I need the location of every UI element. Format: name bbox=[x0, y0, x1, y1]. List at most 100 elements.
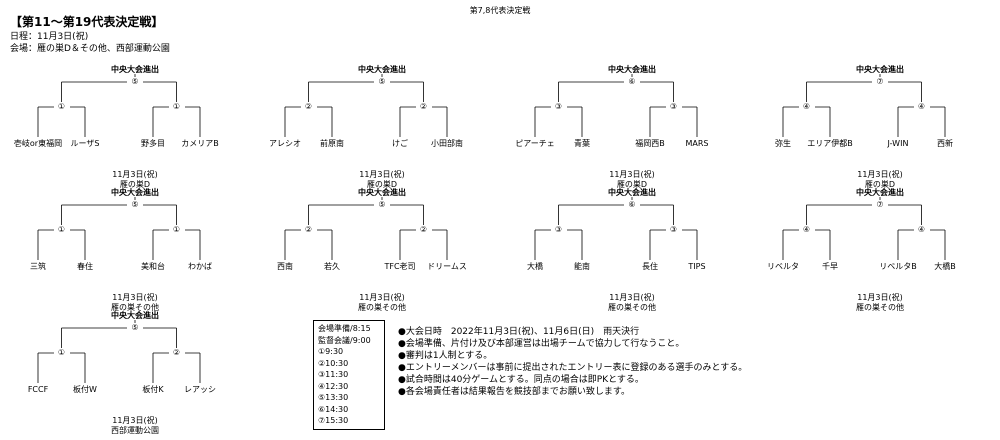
team-name: 長住 bbox=[642, 262, 658, 271]
bracket-date: 11月3日(祝) bbox=[359, 293, 405, 302]
bracket-title: 中央大会進出 bbox=[111, 188, 159, 197]
team-name: J-WIN bbox=[887, 139, 909, 148]
bracket-title: 中央大会進出 bbox=[608, 65, 656, 74]
semi-match-number: ④ bbox=[913, 102, 930, 112]
team-name: 美和台 bbox=[141, 262, 165, 271]
bracket-date: 11月3日(祝) bbox=[112, 170, 158, 179]
team-name: 大橋 bbox=[527, 262, 543, 271]
team-name: 福岡西B bbox=[635, 139, 665, 148]
bracket-location: 西部運動公園 bbox=[111, 426, 159, 435]
bracket-location: 雁の巣その他 bbox=[856, 303, 904, 312]
time-item: 監督会議/9:00 bbox=[318, 335, 371, 345]
final-match-number: ⑤ bbox=[127, 323, 143, 333]
bracket-lines bbox=[284, 74, 448, 137]
time-item: ③11:30 bbox=[318, 370, 349, 379]
bracket-title: 中央大会進出 bbox=[111, 65, 159, 74]
team-name: 若久 bbox=[324, 262, 340, 271]
bracket-date: 11月3日(祝) bbox=[857, 170, 903, 179]
time-item: ②10:30 bbox=[318, 358, 349, 368]
team-name: FCCF bbox=[27, 385, 49, 394]
bracket-location: 雁の巣その他 bbox=[358, 303, 406, 312]
final-match-number: ⑤ bbox=[374, 200, 390, 210]
team-name: 西新 bbox=[937, 139, 953, 148]
bracket-date: 11月3日(祝) bbox=[857, 293, 903, 302]
team-name: アレシオ bbox=[269, 139, 301, 148]
semi-match-number: ① bbox=[168, 102, 185, 112]
team-name: エリア伊都B bbox=[807, 139, 853, 148]
team-name: わかば bbox=[188, 262, 212, 271]
note-item: ●会場準備、片付け及び本部運営は出場チームで協力して行なうこと。 bbox=[398, 339, 685, 349]
bracket-date: 11月3日(祝) bbox=[112, 416, 158, 425]
bracket-title: 中央大会進出 bbox=[856, 188, 904, 197]
semi-match-number: ③ bbox=[550, 102, 567, 112]
bracket-title: 中央大会進出 bbox=[608, 188, 656, 197]
document-title: 第7,8代表決定戦 bbox=[469, 6, 531, 15]
final-match-number: ⑤ bbox=[374, 77, 390, 87]
time-item: ①9:30 bbox=[318, 347, 344, 356]
team-name: 小田部南 bbox=[431, 139, 463, 148]
final-match-number: ⑦ bbox=[872, 77, 888, 87]
semi-match-number: ② bbox=[168, 348, 185, 358]
semi-match-number: ① bbox=[168, 225, 185, 235]
semi-match-number: ① bbox=[53, 348, 70, 358]
semi-match-number: ① bbox=[53, 102, 70, 112]
team-name: 大橋B bbox=[934, 262, 956, 271]
semi-match-number: ② bbox=[300, 225, 317, 235]
team-name: リベルタB bbox=[879, 262, 917, 271]
semi-match-number: ④ bbox=[913, 225, 930, 235]
final-match-number: ⑥ bbox=[624, 200, 640, 210]
bracket: 中央大会進出 ⑤ ② ② アレシオ 前原南 けご 小田部南 11月3日(祝)雁の巣D bbox=[262, 62, 502, 192]
team-name: 西南 bbox=[277, 262, 293, 271]
bracket-location: 雁の巣D bbox=[119, 180, 151, 189]
note-item: ●エントリーメンバーは事前に提出されたエントリー表に登録のある選手のみとする。 bbox=[398, 363, 748, 373]
team-name: TIPS bbox=[688, 262, 706, 271]
time-schedule-box: 会場準備/8:15 監督会議/9:00 ①9:30 ②10:30 ③11:30 … bbox=[313, 320, 385, 430]
bracket-title: 中央大会進出 bbox=[358, 188, 406, 197]
team-name: ルーザS bbox=[70, 139, 100, 148]
bracket: 中央大会進出 ⑥ ③ ③ ピアーチェ 青葉 福岡西B MARS 11月3日(祝)雁の巣D bbox=[512, 62, 752, 192]
team-name: 野多目 bbox=[141, 139, 165, 148]
note-item: ●試合時間は40分ゲームとする。同点の場合は即PKとする。 bbox=[398, 375, 644, 385]
bracket-location: 雁の巣その他 bbox=[608, 303, 656, 312]
schedule-line: 日程：11月3日(祝) bbox=[10, 32, 89, 42]
bracket-title: 中央大会進出 bbox=[358, 65, 406, 74]
team-name: 青葉 bbox=[574, 139, 590, 148]
bracket-date: 11月3日(祝) bbox=[609, 170, 655, 179]
team-name: 三筑 bbox=[30, 262, 46, 271]
bracket-date: 11月3日(祝) bbox=[359, 170, 405, 179]
final-match-number: ⑤ bbox=[127, 200, 143, 210]
team-name: 前原南 bbox=[320, 139, 344, 148]
note-item: ●大会日時 2022年11月3日(祝)、11月6日(日) 雨天決行 bbox=[398, 327, 640, 337]
final-match-number: ⑤ bbox=[127, 77, 143, 87]
bracket-location: 雁の巣その他 bbox=[111, 303, 159, 312]
team-name: ドリームス bbox=[427, 262, 467, 271]
notes-list: ●大会日時 2022年11月3日(祝)、11月6日(日) 雨天決行 ●会場準備、… bbox=[398, 326, 747, 398]
note-item: ●審判は1人制とする。 bbox=[398, 351, 493, 361]
team-name: 春住 bbox=[77, 262, 93, 271]
team-name: けご bbox=[392, 139, 408, 148]
semi-match-number: ③ bbox=[665, 225, 682, 235]
semi-match-number: ② bbox=[415, 102, 432, 112]
team-name: 弥生 bbox=[775, 139, 791, 148]
bracket-date: 11月3日(祝) bbox=[112, 293, 158, 302]
bracket-location: 雁の巣D bbox=[366, 180, 398, 189]
time-item: ⑤13:30 bbox=[318, 393, 349, 402]
team-name: 板付W bbox=[73, 385, 97, 394]
bracket-title: 中央大会進出 bbox=[856, 65, 904, 74]
team-name: リベルタ bbox=[767, 262, 799, 271]
bracket-location: 雁の巣D bbox=[616, 180, 648, 189]
semi-match-number: ② bbox=[300, 102, 317, 112]
team-name: レアッシ bbox=[184, 385, 216, 394]
venue-line: 会場：雁の巣D＆その他、西部運動公園 bbox=[10, 44, 170, 54]
final-match-number: ⑥ bbox=[624, 77, 640, 87]
team-name: MARS bbox=[685, 139, 709, 148]
team-name: 能南 bbox=[574, 262, 590, 271]
semi-match-number: ④ bbox=[798, 225, 815, 235]
team-name: 壱岐or東福岡 bbox=[13, 139, 63, 148]
team-name: ピアーチェ bbox=[515, 139, 555, 148]
semi-match-number: ③ bbox=[665, 102, 682, 112]
